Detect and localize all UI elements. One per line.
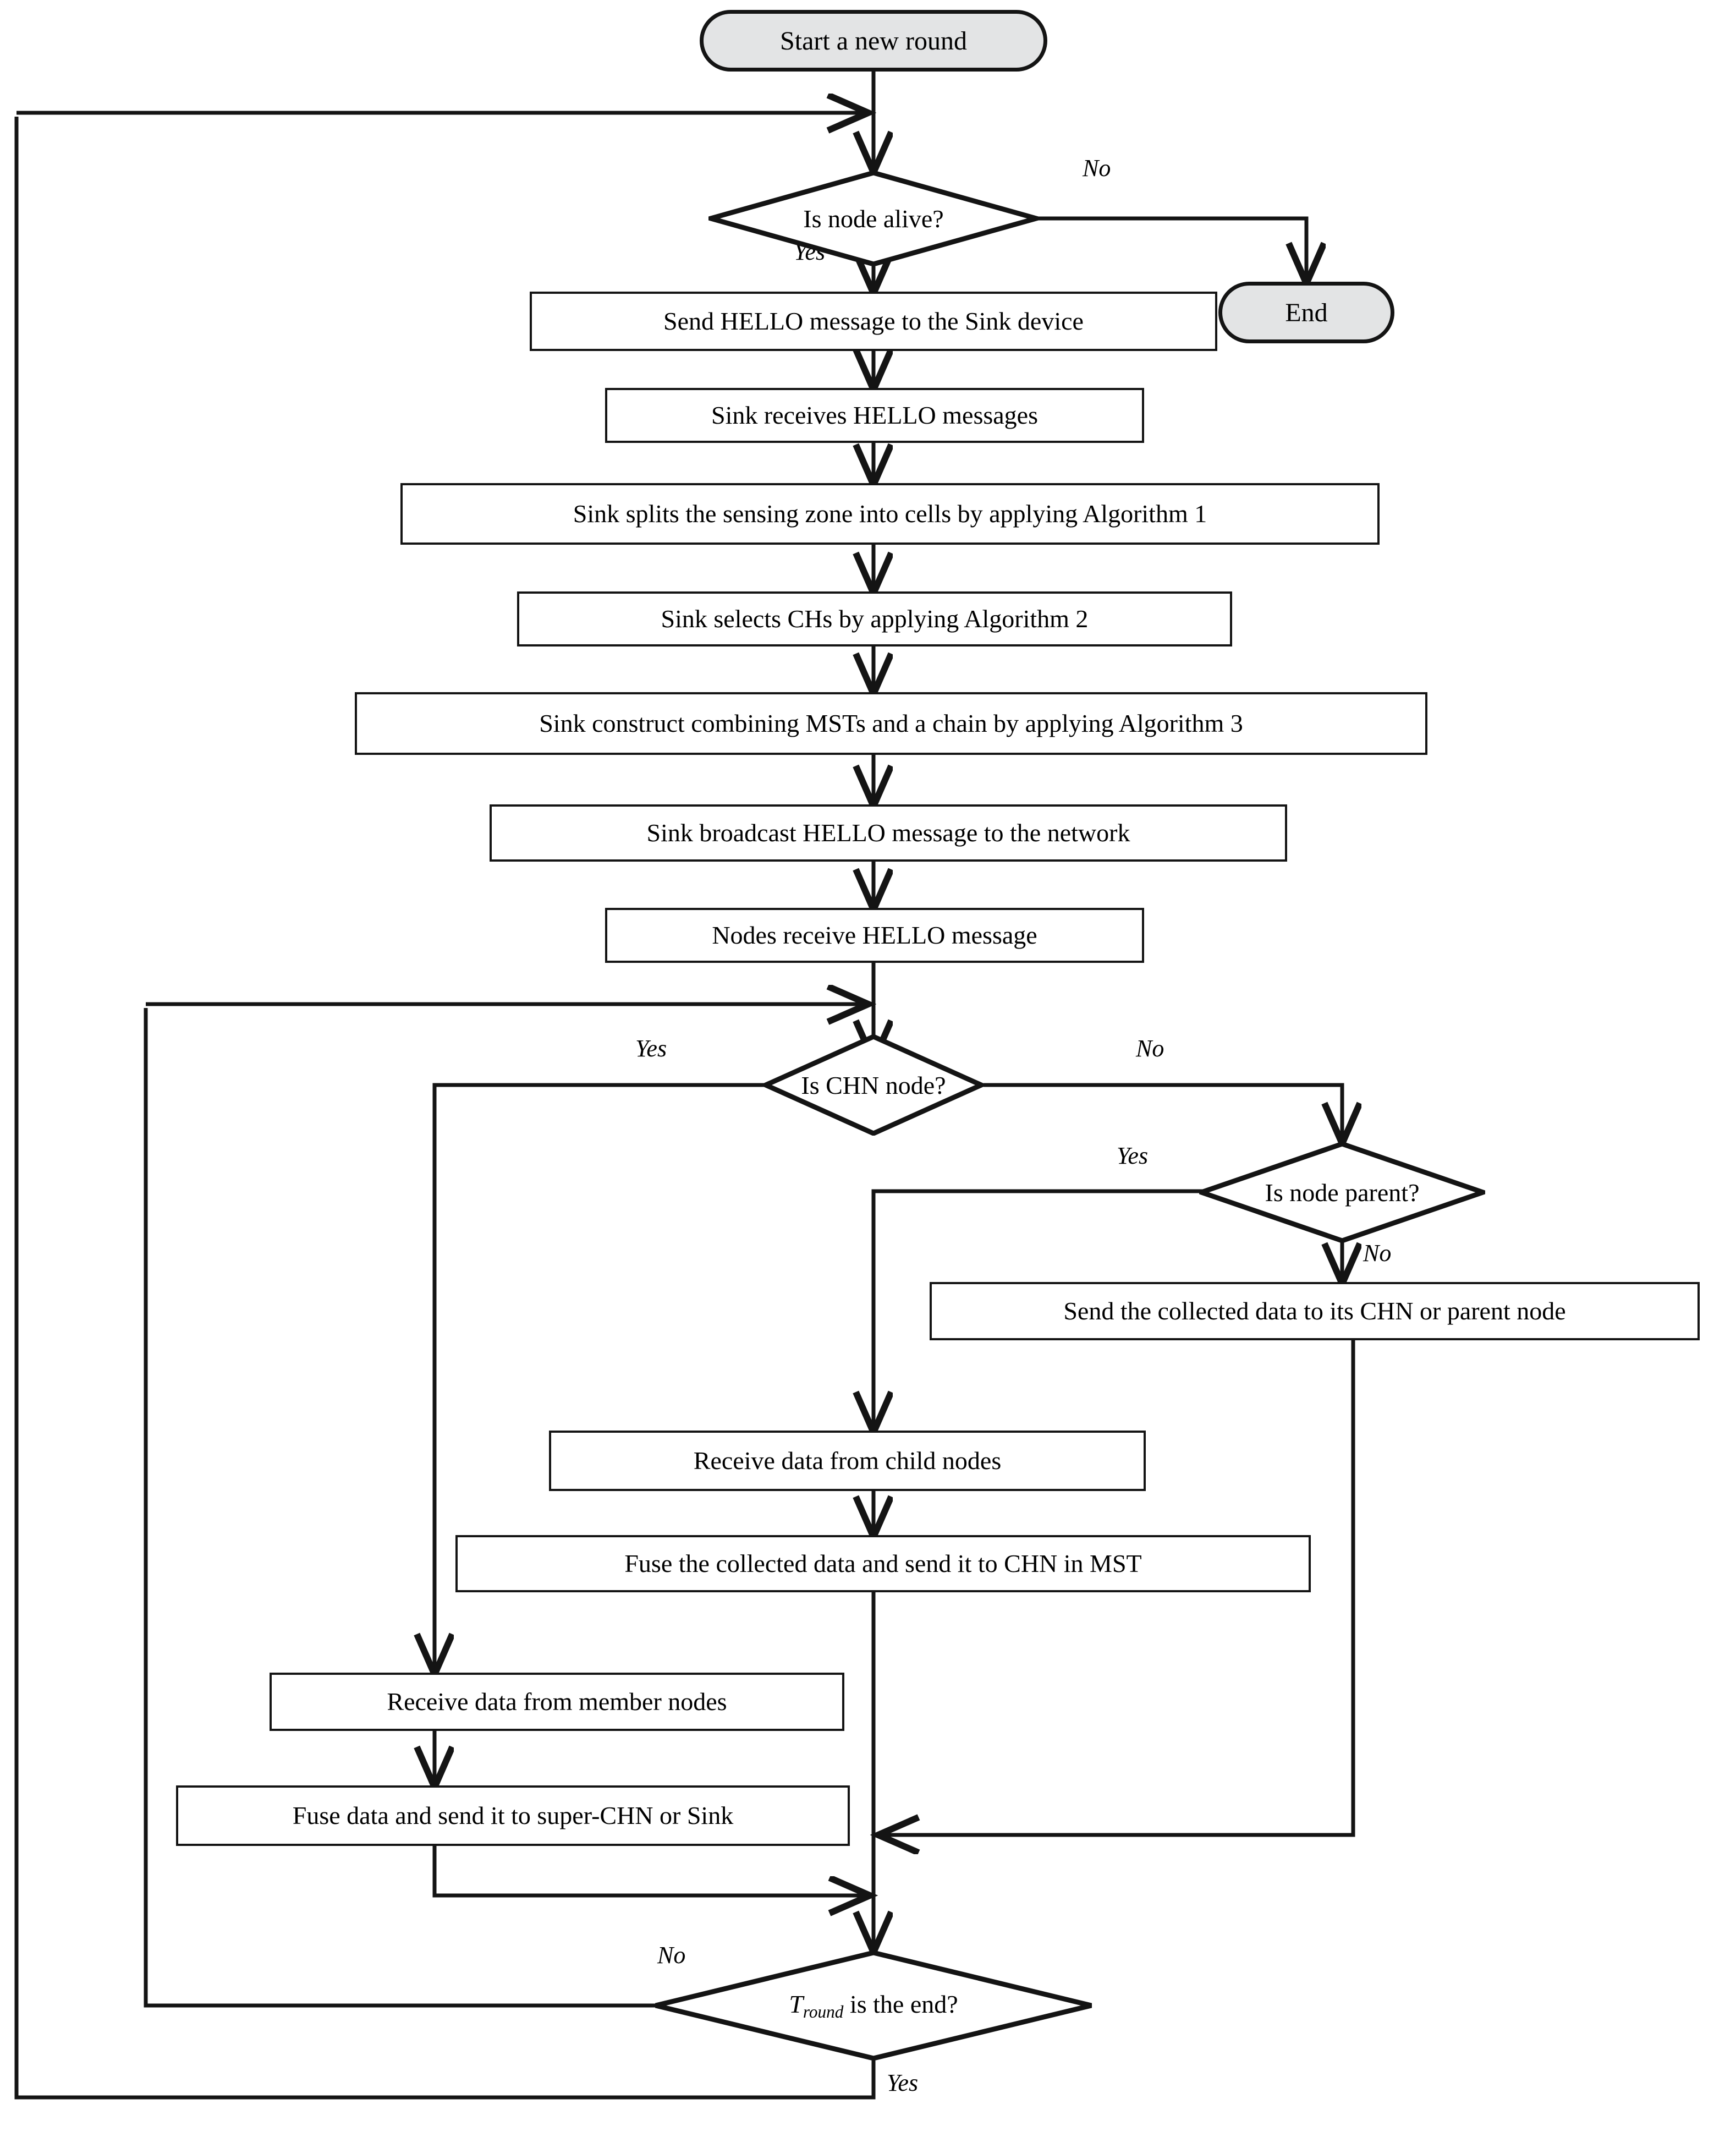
process-send-collected-data-to-chn-or-parent: Send the collected data to its CHN or pa…: [930, 1282, 1700, 1340]
edge-label-chn-no: No: [1136, 1035, 1164, 1062]
process-send-hello-to-sink: Send HELLO message to the Sink device: [530, 292, 1217, 351]
process-sink-selects-chs-algorithm2-label: Sink selects CHs by applying Algorithm 2: [661, 604, 1089, 633]
process-sink-construct-msts-algorithm3: Sink construct combining MSTs and a chai…: [355, 692, 1427, 755]
edge-label-parent-yes: Yes: [1117, 1142, 1149, 1169]
process-fuse-send-super-chn-label: Fuse data and send it to super-CHN or Si…: [292, 1801, 734, 1829]
terminal-start-label: Start a new round: [780, 26, 967, 56]
process-nodes-receive-hello-label: Nodes receive HELLO message: [712, 920, 1037, 949]
process-receive-data-from-child-nodes: Receive data from child nodes: [549, 1431, 1146, 1491]
process-receive-data-from-member-nodes: Receive data from member nodes: [270, 1673, 844, 1731]
round-symbol-t: T: [789, 1990, 803, 2018]
process-receive-data-member-label: Receive data from member nodes: [387, 1687, 727, 1716]
decision-is-node-parent-label: Is node parent?: [1265, 1178, 1420, 1207]
process-fuse-send-chn-mst-label: Fuse the collected data and send it to C…: [624, 1549, 1142, 1577]
edge-label-alive-no: No: [1083, 155, 1111, 182]
decision-is-node-alive-label: Is node alive?: [803, 204, 944, 233]
process-sink-construct-msts-algorithm3-label: Sink construct combining MSTs and a chai…: [539, 709, 1243, 737]
terminal-end-label: End: [1285, 298, 1328, 327]
decision-is-node-parent: Is node parent?: [1199, 1142, 1485, 1243]
decision-round-is-the-end: Tround is the end?: [653, 1950, 1094, 2061]
diamond-shape: [653, 1950, 1094, 2061]
terminal-end: End: [1218, 282, 1394, 343]
edge-label-round-no: No: [657, 1942, 686, 1969]
process-receive-data-child-label: Receive data from child nodes: [693, 1446, 1002, 1475]
terminal-start: Start a new round: [700, 10, 1047, 72]
round-symbol-subscript: round: [803, 2002, 844, 2021]
process-fuse-and-send-to-chn-in-mst: Fuse the collected data and send it to C…: [455, 1535, 1311, 1592]
process-sink-broadcast-hello: Sink broadcast HELLO message to the netw…: [490, 804, 1287, 862]
edge-label-chn-yes: Yes: [635, 1035, 667, 1062]
process-nodes-receive-hello: Nodes receive HELLO message: [605, 908, 1144, 963]
edge-label-parent-no: No: [1363, 1240, 1392, 1267]
process-send-collected-data-label: Send the collected data to its CHN or pa…: [1063, 1296, 1566, 1325]
decision-is-node-alive: Is node alive?: [708, 171, 1039, 266]
process-sink-selects-chs-algorithm2: Sink selects CHs by applying Algorithm 2: [517, 591, 1232, 646]
process-sink-receives-hello: Sink receives HELLO messages: [605, 388, 1144, 443]
process-sink-receives-hello-label: Sink receives HELLO messages: [711, 401, 1038, 429]
decision-round-is-the-end-label: Tround is the end?: [789, 1990, 958, 2022]
process-sink-broadcast-hello-label: Sink broadcast HELLO message to the netw…: [646, 818, 1130, 847]
process-fuse-and-send-to-super-chn-or-sink: Fuse data and send it to super-CHN or Si…: [176, 1785, 850, 1846]
process-sink-splits-zone-algorithm1-label: Sink splits the sensing zone into cells …: [573, 499, 1207, 528]
edge-label-round-yes: Yes: [887, 2069, 919, 2096]
process-send-hello-to-sink-label: Send HELLO message to the Sink device: [663, 306, 1084, 335]
decision-is-chn-node: Is CHN node?: [763, 1034, 984, 1136]
process-sink-splits-zone-algorithm1: Sink splits the sensing zone into cells …: [400, 483, 1380, 545]
decision-is-chn-node-label: Is CHN node?: [801, 1071, 946, 1099]
diamond-shape: [763, 1034, 984, 1136]
round-symbol-suffix: is the end?: [843, 1990, 958, 2018]
diamond-shape: [1199, 1142, 1485, 1243]
